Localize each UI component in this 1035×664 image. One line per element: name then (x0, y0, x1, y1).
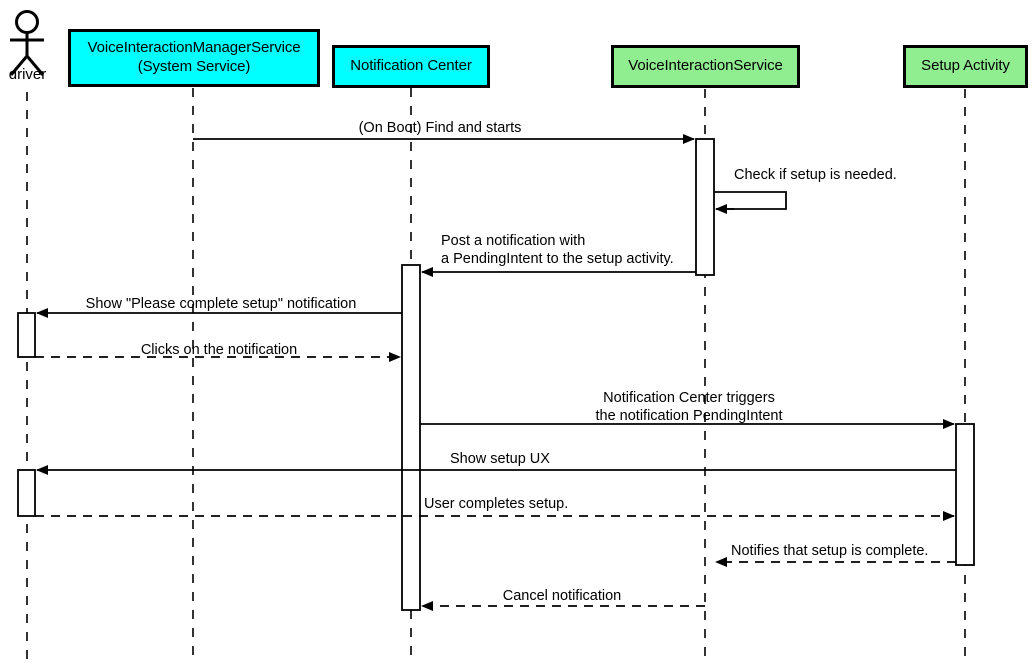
message-label-7: Show setup UX (450, 451, 550, 467)
activation-setup-activity (955, 423, 975, 566)
actor-driver-figure (9, 10, 45, 76)
activation-bars (17, 138, 975, 611)
activation-notification-center (401, 264, 421, 611)
message-label-2: Check if setup is needed. (734, 167, 897, 183)
participant-label-vims: VoiceInteractionManagerService (System S… (87, 39, 301, 75)
activation-driver-1 (17, 312, 36, 358)
participant-box-vims[interactable]: VoiceInteractionManagerService (System S… (68, 29, 320, 87)
message-label-3: Post a notification with a PendingIntent… (441, 233, 674, 267)
message-label-10: Cancel notification (502, 588, 622, 604)
message-label-1: (On Boot) Find and starts (358, 120, 522, 136)
participant-box-voice-interaction-service[interactable]: VoiceInteractionService (611, 45, 800, 88)
participant-box-notification-center[interactable]: Notification Center (332, 45, 490, 88)
activation-driver-2 (17, 469, 36, 517)
message-label-9: Notifies that setup is complete. (731, 543, 929, 559)
message-label-8: User completes setup. (424, 496, 569, 512)
message-arrow-2 (714, 191, 787, 214)
participant-label-notification-center: Notification Center (350, 57, 472, 75)
participant-label-setup-activity: Setup Activity (921, 57, 1010, 75)
actor-label-driver-text: driver (8, 66, 47, 83)
activation-voice-interaction-service (695, 138, 715, 276)
participant-box-setup-activity[interactable]: Setup Activity (903, 45, 1028, 88)
message-label-5: Clicks on the notification (140, 342, 298, 358)
message-label-4: Show "Please complete setup" notificatio… (85, 296, 357, 312)
participant-label-voice-interaction-service: VoiceInteractionService (628, 57, 783, 75)
actor-label-driver: driver (0, 66, 55, 83)
message-label-6: Notification Center triggers the notific… (595, 390, 783, 424)
